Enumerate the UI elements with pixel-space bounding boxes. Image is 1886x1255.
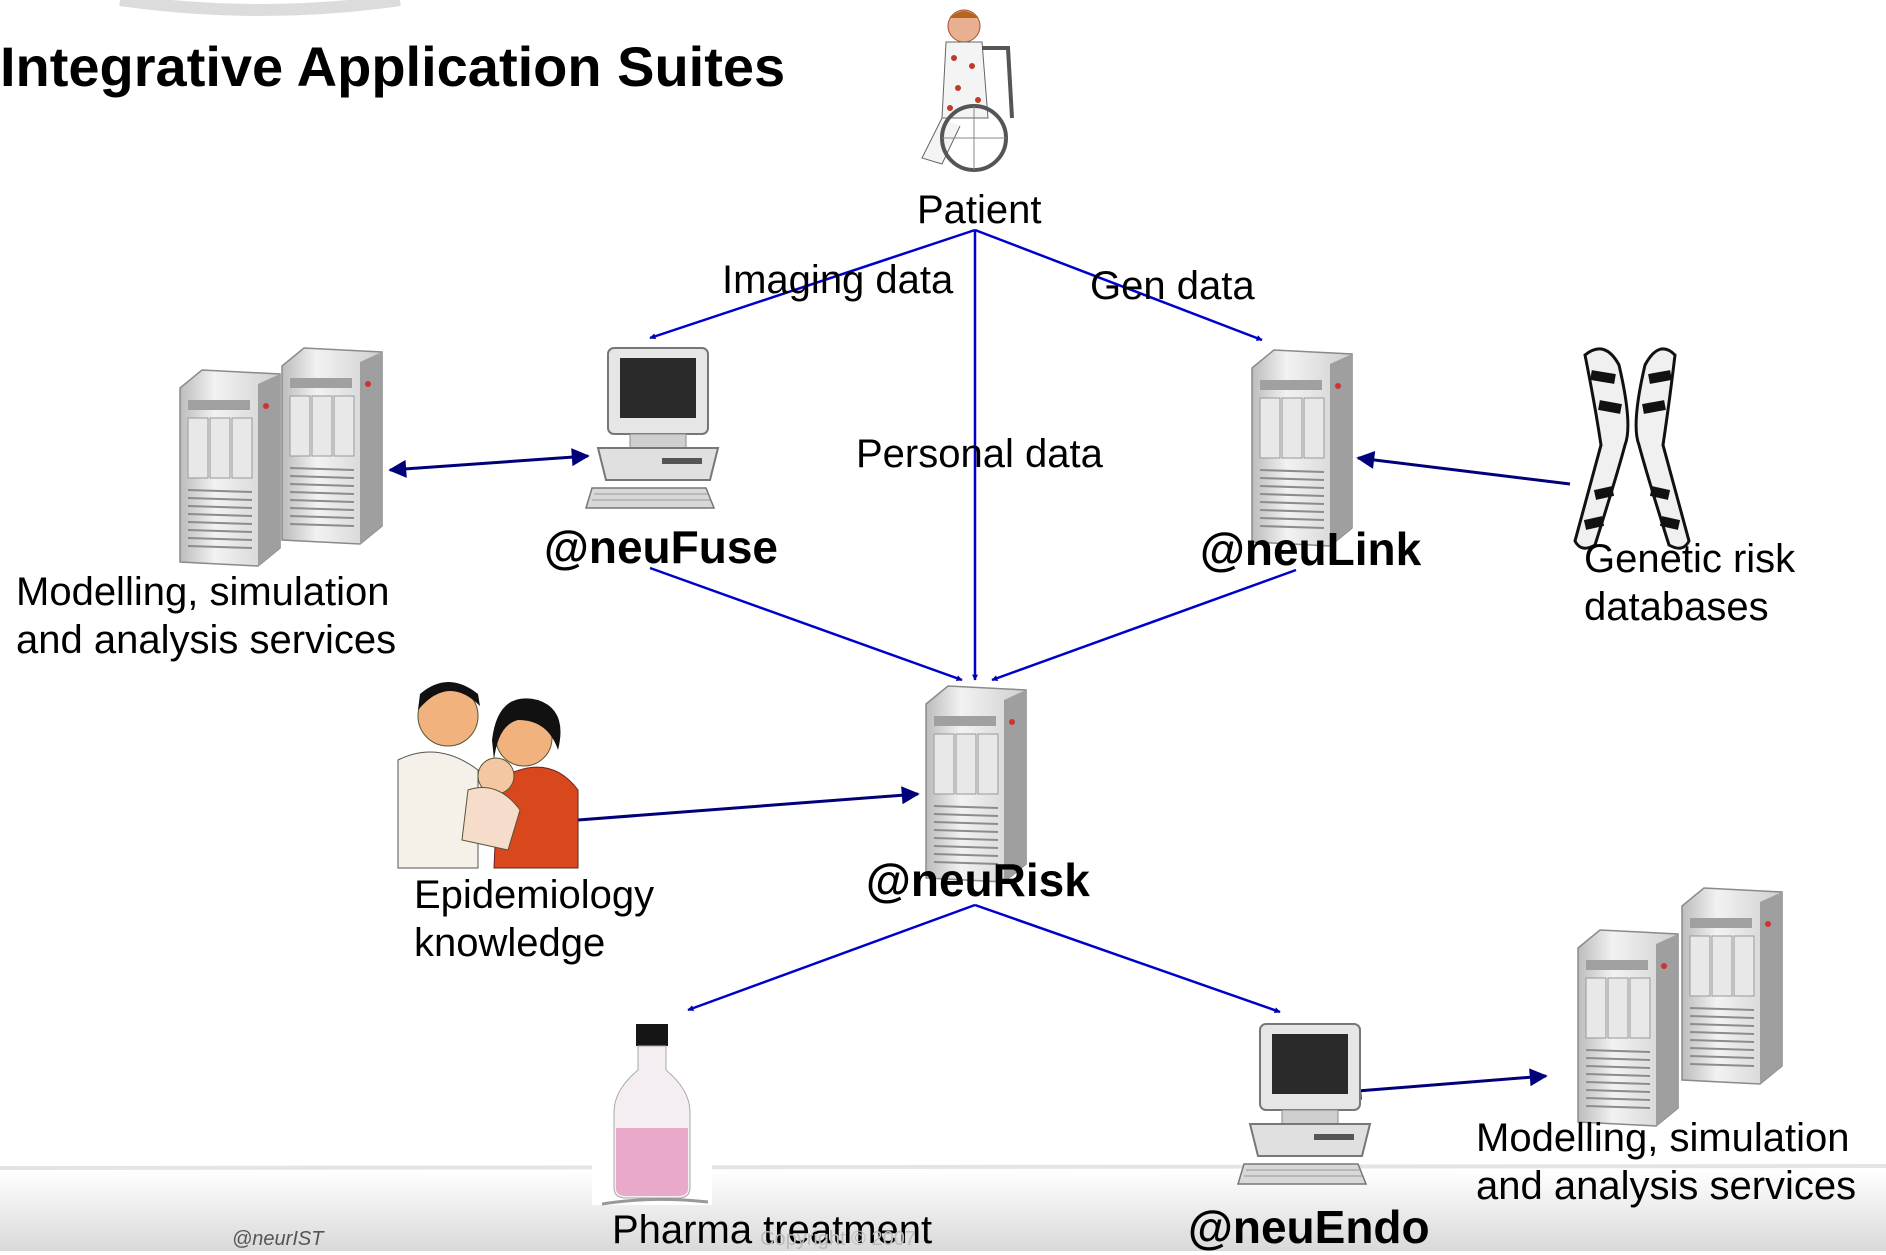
edge-neurisk-pharma xyxy=(687,903,976,1012)
edge-patient-neufuse xyxy=(649,228,976,340)
edges xyxy=(649,228,1297,1014)
neuendo-label: @neuEndo xyxy=(1188,1201,1430,1253)
neulink-server-image xyxy=(1251,349,1353,547)
neufuse-label: @neuFuse xyxy=(544,521,778,573)
neulink-label: @neuLink xyxy=(1200,523,1422,575)
genetic-risk-caption: Genetic risk databases xyxy=(1584,537,1796,629)
imaging-data-label: Imaging data xyxy=(722,258,954,302)
edge-neuendo-modelling-right xyxy=(1343,1068,1548,1100)
modelling-right-servers-image xyxy=(1577,887,1783,1127)
edge-epidemiology-neurisk xyxy=(577,786,920,822)
slide-title: Integrative Application Suites xyxy=(0,35,786,98)
pharma-bottle-image xyxy=(592,1020,712,1206)
edge-neulink-neurisk xyxy=(991,568,1297,682)
edge-genetic-neulink xyxy=(1356,451,1571,486)
family-image xyxy=(397,680,579,869)
neuendo-computer-image xyxy=(1237,1023,1371,1185)
footer-brand: @neurIST xyxy=(232,1228,324,1250)
edge-neurisk-neuendo xyxy=(974,903,1281,1014)
modelling-left-caption: Modelling, simulation and analysis servi… xyxy=(16,570,397,662)
modelling-left-servers-image xyxy=(179,347,383,567)
neufuse-computer-image xyxy=(585,347,719,509)
edge-patient-neulink xyxy=(974,228,1263,342)
pharma-caption: Pharma treatment xyxy=(612,1208,933,1252)
gen-data-label: Gen data xyxy=(1090,264,1255,308)
chromosome-image xyxy=(1573,347,1691,550)
footer-copyright: Copyright © 2007 xyxy=(760,1228,916,1250)
modelling-right-caption: Modelling, simulation and analysis servi… xyxy=(1476,1116,1857,1208)
personal-data-label: Personal data xyxy=(856,432,1103,476)
edge-modelling-left-neufuse xyxy=(388,448,590,478)
patient-wheelchair-image xyxy=(921,9,1014,172)
neurisk-label: @neuRisk xyxy=(866,854,1090,906)
bidirectional-edges xyxy=(388,448,1571,1100)
patient-label: Patient xyxy=(917,188,1042,232)
edge-neufuse-neurisk xyxy=(649,566,963,682)
epidemiology-caption: Epidemiology knowledge xyxy=(414,873,655,965)
